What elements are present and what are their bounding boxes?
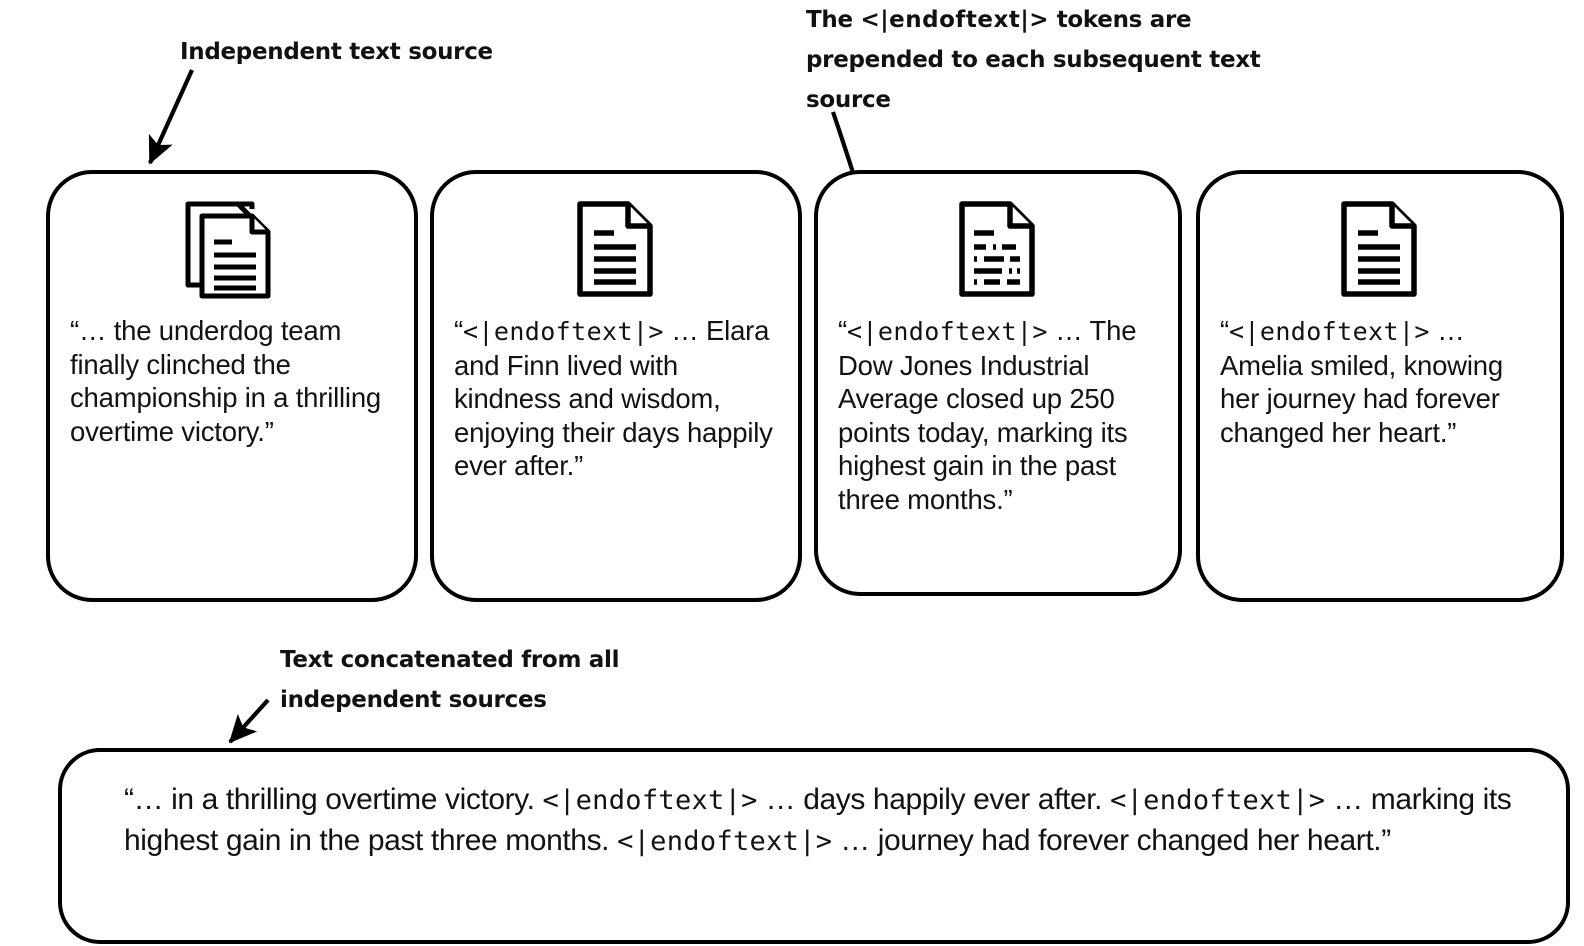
endoftext-prepended-label: The <|endoftext|> tokens are prepended t… (806, 0, 1276, 120)
endoftext-token: <|endoftext|> (1228, 317, 1430, 346)
text-source-card[interactable]: “<|endoftext|> … Amelia smiled, knowing … (1196, 170, 1564, 602)
open-quote: “ (70, 315, 79, 346)
concatenated-text-box[interactable]: “… in a thrilling overtime victory. <|en… (58, 748, 1570, 944)
card-body-text: … Amelia smiled, knowing her journey had… (1220, 315, 1503, 448)
endoftext-token: <|endoftext|> (542, 785, 758, 816)
document-icon (1200, 196, 1560, 302)
endoftext-token: <|endoftext|> (1110, 785, 1326, 816)
endoftext-token: <|endoftext|> (860, 7, 1049, 33)
concat-segment-2: … days happily ever after. (757, 783, 1111, 816)
document-code-icon (818, 196, 1178, 302)
concatenated-text: “… in a thrilling overtime victory. <|en… (124, 780, 1532, 862)
endoftext-token: <|endoftext|> (462, 317, 664, 346)
independent-text-source-label: Independent text source (180, 39, 493, 65)
prepended-suffix: tokens are prepended to each subsequent … (806, 7, 1269, 113)
stacked-document-icon (50, 196, 414, 302)
endoftext-token: <|endoftext|> (846, 317, 1048, 346)
concatenated-text-label: Text concatenated from all independent s… (280, 647, 627, 713)
card-text: “<|endoftext|> … Amelia smiled, knowing … (1220, 314, 1548, 449)
arrow-to-first-card (148, 69, 194, 165)
card-text: “<|endoftext|> … Elara and Finn lived wi… (454, 314, 786, 483)
card-text: “… the underdog team finally clinched th… (70, 314, 402, 448)
text-source-card[interactable]: “<|endoftext|> … The Dow Jones Industria… (814, 170, 1182, 596)
text-source-card[interactable]: “… the underdog team finally clinched th… (46, 170, 418, 602)
text-source-card[interactable]: “<|endoftext|> … Elara and Finn lived wi… (430, 170, 802, 602)
concat-segment-4: … journey had forever changed her heart.… (832, 824, 1391, 857)
card-text: “<|endoftext|> … The Dow Jones Industria… (838, 314, 1166, 516)
card-body-text: … the underdog team finally clinched the… (70, 315, 382, 447)
open-quote: “ (1220, 315, 1229, 346)
concat-segment-3: … marking its highest gain in the past t… (124, 783, 1512, 857)
card-body-text: … Elara and Finn lived with kindness and… (454, 315, 773, 481)
open-quote: “ (454, 315, 463, 346)
prepended-prefix: The (806, 7, 861, 33)
open-quote: “ (838, 315, 847, 346)
concat-segment-1: … in a thrilling overtime victory. (133, 783, 543, 816)
document-icon (434, 196, 798, 302)
endoftext-token: <|endoftext|> (617, 826, 833, 857)
open-quote: “ (124, 783, 134, 816)
arrow-to-concat-box (228, 698, 270, 744)
card-body-text: … The Dow Jones Industrial Average close… (838, 315, 1137, 515)
